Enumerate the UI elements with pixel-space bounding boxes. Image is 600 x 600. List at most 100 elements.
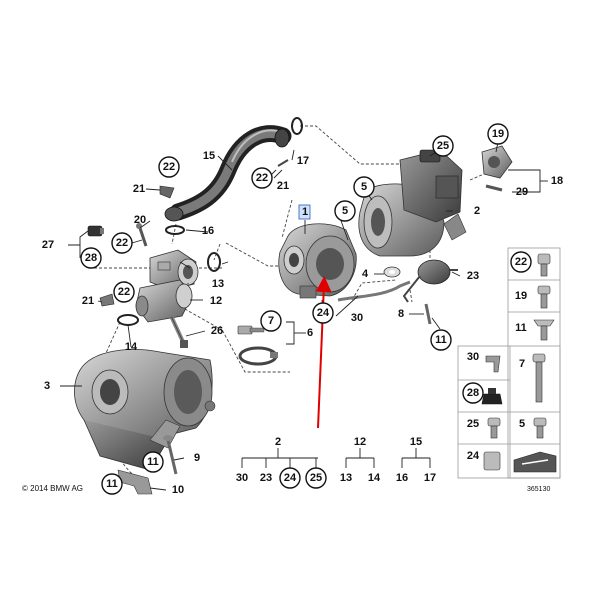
- callout-9[interactable]: 9: [194, 452, 200, 464]
- callout-label: 3: [44, 380, 50, 392]
- callout-16[interactable]: 16: [202, 225, 214, 237]
- callout-8[interactable]: 8: [398, 308, 404, 320]
- set-2-header[interactable]: 2: [275, 436, 281, 448]
- callout-label: 24: [317, 307, 330, 319]
- callout-28[interactable]: 28: [80, 247, 102, 269]
- callout-label: 14: [125, 341, 138, 353]
- legend-25[interactable]: 25: [467, 418, 479, 430]
- callout-label: 12: [210, 295, 222, 307]
- legend-28[interactable]: 28: [462, 382, 484, 404]
- part-10-bracket: [117, 469, 153, 495]
- part-9-stud: [163, 435, 178, 475]
- callout-12[interactable]: 12: [210, 295, 222, 307]
- callout-label: 13: [340, 472, 352, 484]
- part-8-stud: [424, 303, 432, 325]
- callout-11-a[interactable]: 11: [142, 451, 164, 473]
- callout-17-top[interactable]: 17: [297, 155, 309, 167]
- callout-10[interactable]: 10: [172, 484, 184, 496]
- callout-11-b[interactable]: 11: [101, 473, 123, 495]
- callout-label: 22: [116, 237, 128, 249]
- callout-24[interactable]: 24: [312, 302, 334, 324]
- part-12-intake-pipe-upper: [149, 249, 199, 291]
- callout-2[interactable]: 2: [474, 205, 480, 217]
- set-15-item-16[interactable]: 16: [396, 472, 408, 484]
- legend-screw-11-icon: [533, 319, 555, 341]
- callout-label: 14: [368, 472, 381, 484]
- callout-21-top[interactable]: 21: [133, 183, 145, 195]
- callout-label: 25: [437, 140, 449, 152]
- callout-label: 30: [351, 312, 363, 324]
- part-13-o-ring: [207, 252, 221, 272]
- callout-22-left[interactable]: 22: [111, 232, 133, 254]
- callout-11-c[interactable]: 11: [430, 329, 452, 351]
- legend-grommet-28-icon: [481, 388, 503, 405]
- legend-11[interactable]: 11: [515, 322, 527, 334]
- set-12-item-14[interactable]: 14: [368, 472, 381, 484]
- legend-bolt-7-icon: [532, 353, 546, 403]
- callout-label: 15: [203, 150, 215, 162]
- callout-label: 11: [435, 334, 447, 346]
- set-12-header[interactable]: 12: [354, 436, 366, 448]
- legend-24[interactable]: 24: [467, 450, 480, 462]
- legend-30[interactable]: 30: [467, 351, 479, 363]
- callout-29[interactable]: 29: [516, 186, 528, 198]
- callout-label: 11: [147, 456, 159, 468]
- callout-18[interactable]: 18: [551, 175, 563, 187]
- callout-5-mid[interactable]: 5: [334, 200, 356, 222]
- callout-5-top[interactable]: 5: [353, 176, 375, 198]
- callout-6[interactable]: 6: [307, 327, 313, 339]
- callout-label: 22: [118, 286, 130, 298]
- callout-label: 21: [82, 295, 94, 307]
- callout-14[interactable]: 14: [125, 341, 138, 353]
- callout-7[interactable]: 7: [260, 310, 282, 332]
- callout-label: 10: [172, 484, 184, 496]
- callout-22-mid[interactable]: 22: [251, 167, 273, 189]
- callout-27[interactable]: 27: [42, 239, 54, 251]
- callout-15-top[interactable]: 15: [203, 150, 215, 162]
- callout-1: 1: [302, 206, 308, 218]
- set-2-item-24[interactable]: 24: [279, 467, 301, 489]
- callout-21-low[interactable]: 21: [82, 295, 94, 307]
- callout-label: 24: [467, 450, 480, 462]
- callout-22-top[interactable]: 22: [158, 156, 180, 178]
- callout-26[interactable]: 26: [211, 325, 223, 337]
- legend-screw-22-icon: [537, 253, 551, 277]
- callout-4[interactable]: 4: [362, 268, 369, 280]
- legend-wrench-sign-icon: [513, 451, 557, 473]
- set-2-item-23[interactable]: 23: [260, 472, 272, 484]
- part-28-sensor: [87, 225, 104, 237]
- copyright-notice: © 2014 BMW AG: [22, 484, 84, 493]
- callout-13[interactable]: 13: [212, 278, 224, 290]
- set-2-item-25[interactable]: 25: [305, 467, 327, 489]
- callout-1-box[interactable]: [298, 204, 311, 220]
- callout-21-mid[interactable]: 21: [277, 180, 289, 192]
- set-15-header[interactable]: 15: [410, 436, 422, 448]
- callout-20[interactable]: 20: [134, 214, 146, 226]
- callout-label: 24: [284, 472, 297, 484]
- callout-3[interactable]: 3: [44, 380, 50, 392]
- part-7-bolt: [237, 325, 265, 335]
- set-2-item-30[interactable]: 30: [236, 472, 248, 484]
- callout-25-top[interactable]: 25: [432, 135, 454, 157]
- legend-grid: [457, 247, 561, 479]
- callout-label: 28: [467, 387, 479, 399]
- callout-30[interactable]: 30: [351, 312, 363, 324]
- callout-label: 5: [519, 418, 525, 430]
- legend-7[interactable]: 7: [519, 358, 525, 370]
- callout-label: 25: [467, 418, 479, 430]
- legend-22[interactable]: 22: [510, 251, 532, 273]
- part-1-turbocharger-center: [278, 223, 357, 299]
- callout-19-top[interactable]: 19: [487, 123, 509, 145]
- legend-5[interactable]: 5: [519, 418, 525, 430]
- part-29-screw: [485, 184, 503, 192]
- legend-19[interactable]: 19: [515, 290, 527, 302]
- callout-label: 15: [410, 436, 422, 448]
- callout-label: 13: [212, 278, 224, 290]
- callout-22-low[interactable]: 22: [113, 281, 135, 303]
- set-12-item-13[interactable]: 13: [340, 472, 352, 484]
- callout-label: 7: [268, 315, 274, 327]
- set-15-item-17[interactable]: 17: [424, 472, 436, 484]
- callout-23[interactable]: 23: [467, 270, 479, 282]
- callout-label: 28: [85, 252, 97, 264]
